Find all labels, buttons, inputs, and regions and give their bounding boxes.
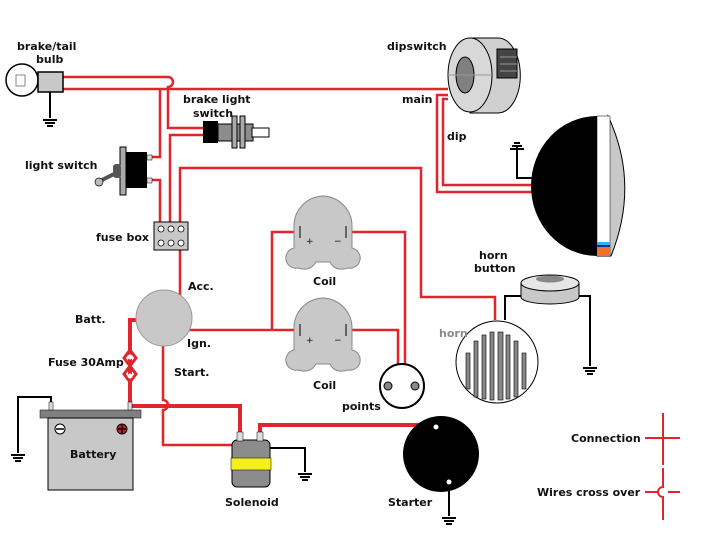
coil-top: + − bbox=[285, 195, 361, 270]
brake-tail-bulb-label-2: bulb bbox=[36, 53, 63, 66]
battery-label: Battery bbox=[70, 448, 116, 461]
fuse-30amp bbox=[122, 347, 138, 385]
horn-button bbox=[520, 274, 580, 305]
fuse-30amp-label: Fuse 30Amp bbox=[48, 356, 124, 369]
wire-coil1-to-points bbox=[350, 230, 407, 368]
wire-to-light-switch bbox=[152, 89, 162, 159]
brake-light-switch-label-2: switch bbox=[193, 107, 233, 120]
wire-horn-to-button bbox=[504, 295, 522, 320]
dipswitch bbox=[447, 37, 521, 114]
wires-cross-over-symbol bbox=[645, 468, 680, 520]
solenoid-label: Solenoid bbox=[225, 496, 279, 509]
brake-tail-bulb-label: brake/tail bbox=[17, 40, 76, 53]
wire-light-switch-to-fusebox bbox=[152, 178, 162, 224]
wire-dip-low bbox=[435, 93, 542, 194]
ign-label: Ign. bbox=[187, 337, 211, 350]
ignition-switch bbox=[135, 289, 193, 347]
coil-bottom-label: Coil bbox=[313, 379, 336, 392]
wire-button-ground bbox=[578, 295, 591, 366]
acc-label: Acc. bbox=[188, 280, 214, 293]
wire-start-to-solenoid bbox=[161, 346, 232, 447]
legend: Connection Wires cross over bbox=[537, 413, 680, 520]
light-switch bbox=[94, 146, 153, 196]
wire-solenoid-ground bbox=[270, 447, 306, 472]
coil-minus-label: − bbox=[334, 336, 342, 346]
points-label: points bbox=[342, 400, 381, 413]
light-switch-label: light switch bbox=[25, 159, 97, 172]
wire-dip-high bbox=[441, 97, 542, 187]
wire-solenoid-to-starter bbox=[258, 423, 437, 432]
wire-battery-ground bbox=[17, 396, 52, 453]
dipswitch-label: dipswitch bbox=[387, 40, 447, 53]
wire-brake-switch-to-fusebox bbox=[168, 133, 205, 224]
coil-minus-label: − bbox=[334, 237, 342, 247]
starter-label: Starter bbox=[388, 496, 433, 509]
wire-ign-to-coils bbox=[188, 230, 297, 332]
starter-motor bbox=[403, 416, 479, 492]
coil-bottom: + − bbox=[285, 297, 361, 372]
headlight bbox=[531, 114, 626, 257]
legend-connection-label: Connection bbox=[571, 432, 641, 445]
legend-wires-cross-over-label: Wires cross over bbox=[537, 486, 641, 499]
horn-button-label: horn bbox=[479, 249, 508, 262]
wire-coil2-to-points bbox=[350, 328, 400, 368]
points bbox=[379, 363, 425, 409]
solenoid bbox=[230, 431, 272, 488]
wire-fusebox-to-horn bbox=[178, 166, 497, 320]
dip-label: dip bbox=[447, 130, 467, 143]
coil-top-label: Coil bbox=[313, 275, 336, 288]
wire-battery-to-solenoid bbox=[130, 404, 242, 432]
brake-light-switch-label: brake light bbox=[183, 93, 251, 106]
horn-label: horn bbox=[439, 327, 468, 340]
brake-tail-bulb bbox=[5, 63, 64, 97]
wires bbox=[10, 75, 598, 525]
brake-light-switch bbox=[203, 115, 270, 149]
connection-symbol bbox=[645, 413, 680, 465]
horn bbox=[455, 320, 539, 404]
fuse-box-label: fuse box bbox=[96, 231, 149, 244]
horn-button-label-2: button bbox=[474, 262, 516, 275]
coil-plus-label: + bbox=[306, 237, 314, 247]
fuse-box bbox=[153, 221, 189, 251]
labels: brake/tail bulb brake light switch light… bbox=[17, 40, 516, 509]
start-label: Start. bbox=[174, 366, 209, 379]
battery bbox=[39, 401, 142, 491]
coil-plus-label: + bbox=[306, 336, 314, 346]
wire-tail-to-brake-switch bbox=[63, 75, 205, 130]
batt-label: Batt. bbox=[75, 313, 106, 326]
main-label: main bbox=[402, 93, 433, 106]
